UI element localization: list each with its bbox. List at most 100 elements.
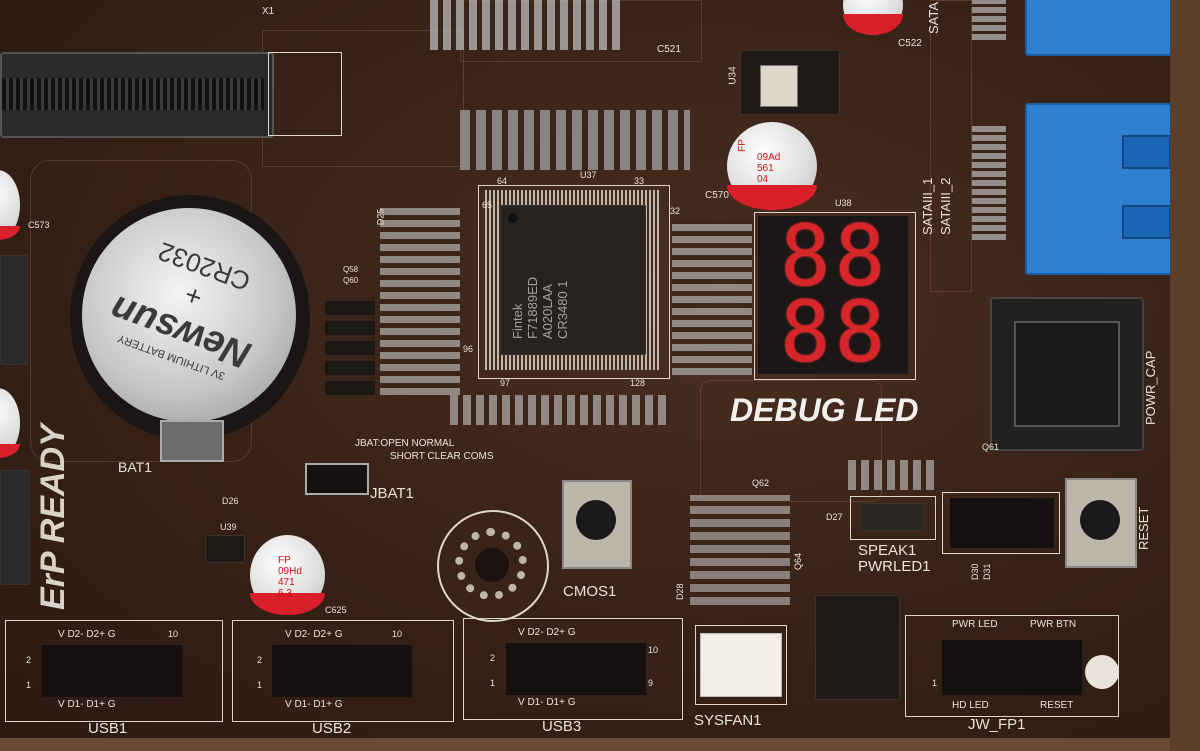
pin96-label: 96 — [463, 344, 474, 354]
c521-label: C521 — [657, 44, 681, 55]
mosfet-cluster — [325, 295, 375, 395]
sysfan-outline — [695, 625, 787, 705]
x1-label: X1 — [262, 6, 275, 17]
usb2-pin10: 10 — [392, 629, 403, 639]
d31-label: D31 — [982, 563, 992, 580]
board-edge — [0, 738, 1200, 751]
superio-chip[interactable]: Fintek F71889ED A020LAA CR3480 1 — [500, 205, 646, 355]
pcb-trace — [700, 380, 882, 502]
usb1-label: USB1 — [88, 720, 128, 737]
c522-label: C522 — [898, 38, 922, 49]
power-button-cap[interactable] — [990, 297, 1144, 451]
chip-part: F71889ED — [525, 276, 540, 339]
usb1-pin10: 10 — [168, 629, 179, 639]
u38-label: U38 — [835, 198, 852, 208]
jbat1-jumper[interactable] — [305, 463, 369, 495]
chip-line3: CR3480 1 — [555, 280, 570, 339]
c570-line: FP — [737, 139, 748, 152]
usb1-pin-top: V D2- D2+ G — [58, 629, 116, 640]
screw-hole — [1085, 655, 1119, 689]
d26-label: D26 — [222, 496, 239, 506]
usb1-header[interactable] — [42, 645, 182, 697]
usb3-pin2: 2 — [490, 653, 496, 663]
usb2-pin1: 1 — [257, 680, 263, 690]
usb1-outline — [5, 620, 223, 722]
capacitor-c522 — [843, 0, 903, 35]
usb3-label: USB3 — [542, 718, 582, 735]
fp-pin1-label: 1 — [932, 678, 938, 688]
smd-column — [972, 125, 1006, 240]
smd-column — [972, 0, 1006, 40]
cmos-clear-button[interactable] — [562, 480, 632, 569]
debug-digits-bottom: 88 — [780, 283, 890, 381]
usb3-header[interactable] — [506, 643, 646, 695]
usb2-header[interactable] — [272, 645, 412, 697]
left-connector — [0, 255, 28, 365]
pin97-label: 97 — [500, 378, 511, 388]
usb1-pin1: 1 — [26, 680, 32, 690]
debug-led-outline — [754, 212, 916, 380]
pwr-led-label: PWR LED — [952, 619, 998, 630]
c570-line: 09Ad — [757, 152, 781, 163]
usb3-pin9: 9 — [648, 678, 654, 688]
smd-cluster — [672, 220, 752, 375]
cmos1-label: CMOS1 — [563, 583, 617, 600]
sysfan1-label: SYSFAN1 — [694, 712, 762, 729]
u37-label: U37 — [580, 170, 597, 180]
pin-header[interactable] — [950, 498, 1054, 548]
d28-label: D28 — [675, 583, 685, 600]
pcie-outline — [268, 52, 342, 136]
usb2-pin-bottom: V D1- D1+ G — [285, 699, 343, 710]
c573-label: C573 — [28, 220, 50, 230]
bat1-label: BAT1 — [118, 459, 152, 475]
q60-label: Q60 — [343, 276, 359, 285]
chip-brand: Fintek — [510, 303, 525, 339]
pcie-slot — [0, 52, 274, 138]
sysfan-connector[interactable] — [700, 633, 782, 697]
front-panel-header[interactable] — [942, 640, 1082, 695]
q62-label: Q62 — [752, 478, 770, 488]
capacitor-c570: FP 09Ad 561 04 — [727, 122, 817, 210]
pwr-btn-label: PWR BTN — [1030, 619, 1077, 630]
coin-battery[interactable]: 3V LITHIUM BATTERY Newsun + CR2032 — [82, 208, 296, 422]
smd-cluster — [690, 495, 790, 605]
sata3-1-label: SATAIII_1 — [920, 177, 935, 235]
chip-outline — [478, 185, 670, 379]
sata-top-label: SATA — [926, 1, 941, 34]
pin65-label: 65 — [482, 200, 493, 210]
pcb-trace — [930, 0, 972, 292]
hd-led-label: HD LED — [952, 700, 989, 711]
reset-button[interactable] — [1065, 478, 1137, 568]
debug-led-display: 88 88 — [758, 214, 908, 381]
chip-line2: A020LAA — [540, 284, 555, 339]
chip-u39 — [205, 535, 245, 563]
jbat-note-1: JBAT:OPEN NORMAL — [355, 438, 455, 449]
usb3-pin1: 1 — [490, 678, 496, 688]
c570-label: C570 — [705, 190, 729, 201]
usb2-pin-top: V D2- D2+ G — [285, 629, 343, 640]
c625-label: C625 — [325, 605, 347, 615]
chip-logo — [815, 595, 900, 700]
q58-label: Q58 — [343, 265, 359, 274]
d27-label: D27 — [826, 512, 843, 522]
c570-line: 561 — [757, 163, 774, 174]
capacitor-left — [0, 388, 20, 458]
u34-label: U34 — [727, 66, 739, 85]
smd-cluster — [380, 205, 460, 395]
c625-line: FP — [278, 555, 291, 566]
jbat-note-2: SHORT CLEAR COMS — [390, 451, 494, 462]
usb1-pin2: 2 — [26, 655, 32, 665]
jbat1-label: JBAT1 — [370, 485, 414, 502]
pin32-label: 32 — [670, 206, 681, 216]
regulator-tab — [760, 65, 798, 107]
usb3-outline — [463, 618, 683, 720]
smd-row — [450, 395, 670, 425]
speak1-label: SPEAK1 — [858, 542, 917, 559]
left-connector — [0, 470, 30, 585]
c625-line: 6.3 — [278, 588, 292, 599]
debug-led-label: DEBUG LED — [730, 392, 919, 428]
capacitor-c625: FP 09Hd 471 6.3 — [250, 535, 325, 615]
smd-row — [430, 0, 620, 50]
pin128-label: 128 — [630, 378, 646, 388]
